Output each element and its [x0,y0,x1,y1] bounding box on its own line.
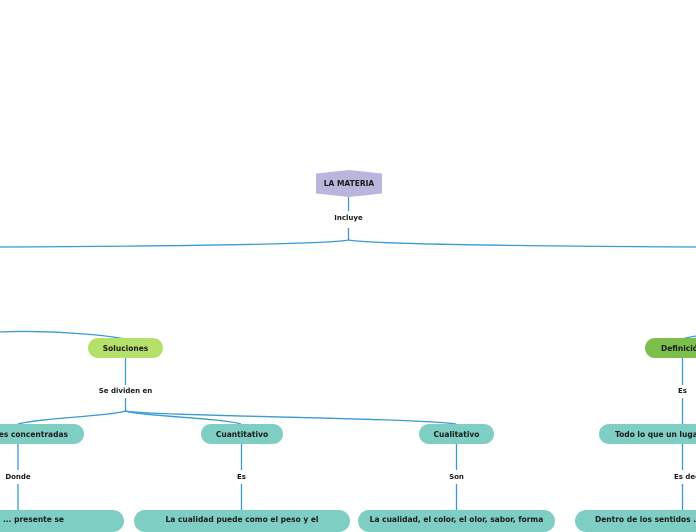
connector-branch-right [349,240,696,247]
label-donde: Donde [3,473,32,481]
node-soluciones[interactable]: Soluciones [88,338,163,358]
node-todo-lo-que[interactable]: Todo lo que un lugar [599,424,696,444]
label-incluye: Incluye [332,214,364,222]
node-leaf-es-decir[interactable]: Dentro de los sentidos ... [575,510,696,532]
node-cualitativo-label: Cualitativo [434,430,480,439]
node-concentradas-label: nes concentradas [0,430,68,439]
node-leaf-cualitativo[interactable]: La cualidad, el color, el olor, sabor, f… [358,510,555,532]
label-son: Son [447,473,466,481]
node-leaf-cuantitativo[interactable]: La cualidad puede como el peso y el [134,510,350,532]
node-cuantitativo-label: Cuantitativo [216,430,268,439]
label-es-definicion: Es [676,387,689,395]
root-node-la-materia[interactable]: LA MATERIA [316,170,382,197]
label-es-cuantitativo: Es [235,473,248,481]
node-cualitativo[interactable]: Cualitativo [419,424,494,444]
connector-to-cualitativo [126,411,457,424]
node-definicion[interactable]: Definició [645,338,696,358]
label-se-dividen-en: Se dividen en [97,387,155,395]
node-todo-lo-que-label: Todo lo que un lugar [615,430,696,439]
node-concentradas[interactable]: nes concentradas [0,424,84,444]
node-definicion-label: Definició [661,344,696,353]
node-cuantitativo[interactable]: Cuantitativo [201,424,283,444]
root-node-label: LA MATERIA [324,179,375,188]
connector-to-concentradas [18,411,126,424]
label-es-decir: Es decir [672,473,696,481]
node-leaf-donde[interactable]: ... presente se [0,510,124,532]
node-soluciones-label: Soluciones [103,344,149,353]
connector-branch-left [0,240,349,247]
connector-lines [0,0,696,520]
